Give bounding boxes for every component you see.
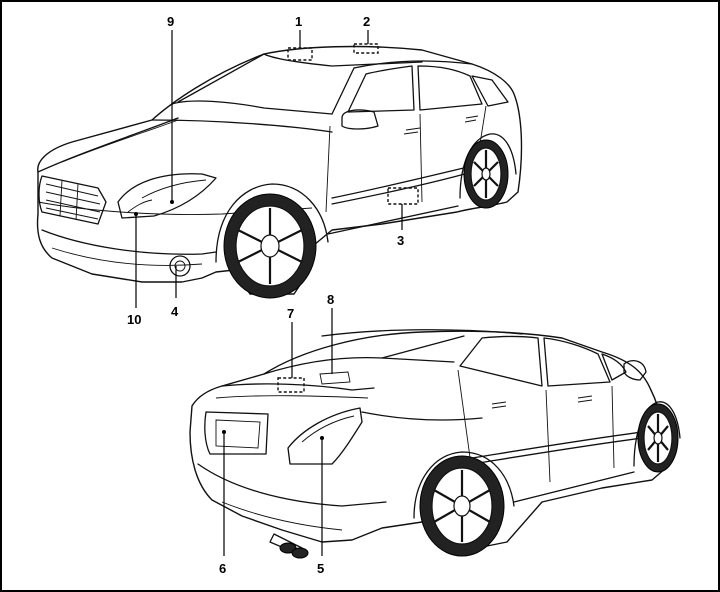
car-rear-view: 7 8 6 5 — [190, 292, 680, 576]
callout-2: 2 — [363, 14, 370, 29]
callout-8: 8 — [327, 292, 334, 307]
car-front-view: 1 2 3 9 4 10 — [38, 14, 522, 327]
callout-7: 7 — [287, 306, 294, 321]
exhaust-tips — [270, 534, 308, 558]
callout-4: 4 — [171, 304, 179, 319]
callout-3: 3 — [397, 233, 404, 248]
rear-view-rear-wheel — [420, 456, 504, 556]
front-view-rear-wheel — [464, 140, 508, 208]
callout-9: 9 — [167, 14, 174, 29]
callout-6: 6 — [219, 561, 226, 576]
rear-view-front-wheel — [638, 404, 678, 472]
callout-5: 5 — [317, 561, 324, 576]
callout-1: 1 — [295, 14, 302, 29]
callout-10: 10 — [127, 312, 141, 327]
front-wheel — [224, 194, 316, 298]
